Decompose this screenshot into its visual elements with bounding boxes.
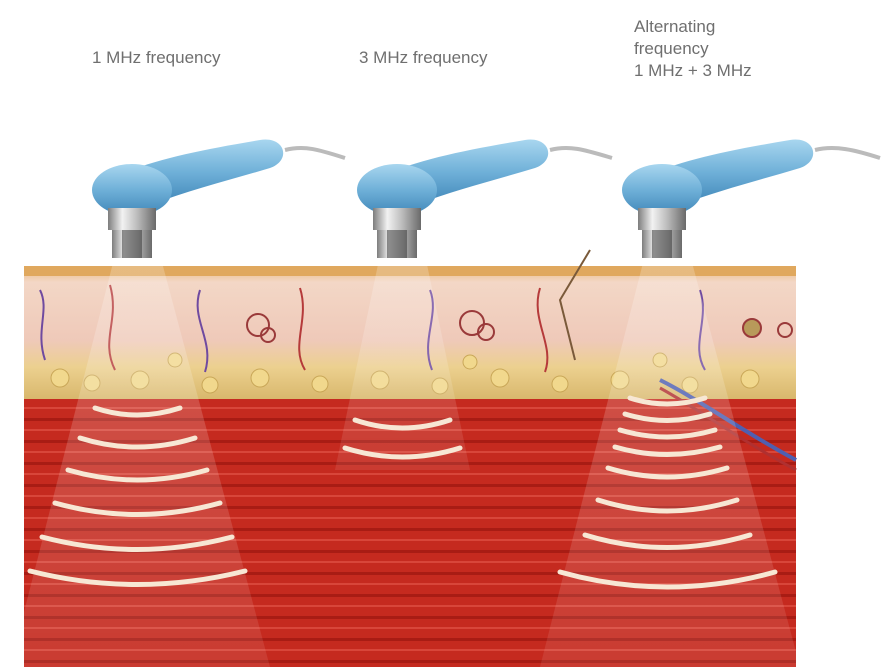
probe-collar-3 bbox=[638, 208, 686, 230]
probe-3mhz bbox=[357, 140, 612, 258]
probe-cable-2 bbox=[550, 148, 612, 158]
probe-cable-3 bbox=[815, 148, 880, 158]
probe-cable-1 bbox=[285, 148, 345, 158]
probe-alternating bbox=[622, 140, 880, 258]
probe-1mhz bbox=[92, 140, 345, 258]
probe-collar-1 bbox=[108, 208, 156, 230]
probe-collar-2 bbox=[373, 208, 421, 230]
